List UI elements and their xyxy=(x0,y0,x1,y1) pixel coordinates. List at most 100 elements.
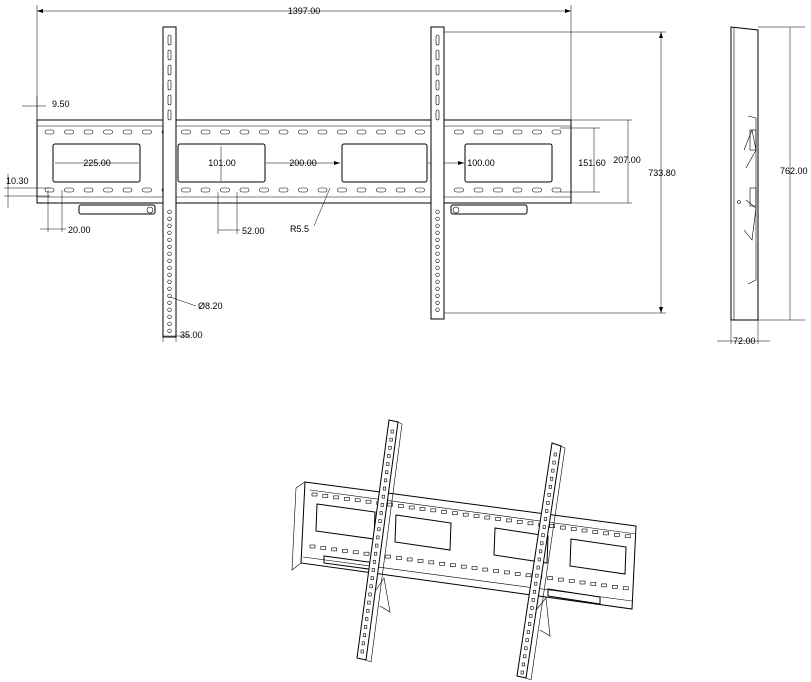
iso-arm-hole xyxy=(385,470,389,475)
arm-slot xyxy=(435,109,440,121)
arm-hole xyxy=(435,293,440,298)
iso-arm-hole xyxy=(372,560,377,564)
slot-hole xyxy=(317,129,328,135)
iso-slot xyxy=(333,495,339,500)
iso-arm-hole xyxy=(529,614,533,618)
slot-hole xyxy=(395,187,406,193)
slot-hole xyxy=(512,129,523,135)
iso-arm-hole xyxy=(530,606,534,610)
slot-hole xyxy=(532,129,542,135)
iso-arm-hole xyxy=(537,557,541,562)
arm-slot xyxy=(167,49,172,61)
arm-hole xyxy=(167,209,172,214)
slot-hole xyxy=(356,129,367,135)
iso-slot xyxy=(408,505,415,510)
iso-arm-hole xyxy=(368,592,372,597)
iso-rail xyxy=(300,481,637,610)
slot-hole xyxy=(395,129,406,135)
iso-arm-hole xyxy=(526,630,530,634)
iso-arm-hole xyxy=(387,454,391,458)
slot-hole xyxy=(44,187,55,193)
slot-hole xyxy=(103,129,113,135)
iso-arm-hole xyxy=(364,625,368,629)
slot-hole xyxy=(200,187,211,193)
arm-hole xyxy=(167,223,172,228)
arm-hole xyxy=(435,272,440,277)
slot-hole xyxy=(142,187,152,193)
iso-arm-hole xyxy=(528,622,532,626)
dim-slot-spacing: 200.00 xyxy=(289,158,317,168)
iso-arm-hole xyxy=(389,437,393,442)
iso-slot xyxy=(504,570,510,575)
slot-hole xyxy=(512,187,523,193)
iso-slot xyxy=(624,534,631,539)
arm-hole xyxy=(167,307,172,312)
iso-arm-hole xyxy=(381,494,385,499)
iso-slot xyxy=(514,572,521,576)
slot-hole xyxy=(415,129,425,135)
arm-hole xyxy=(167,244,172,249)
dim-edge-offset: 10.30 xyxy=(6,176,29,186)
slot-hole xyxy=(44,129,55,135)
arm-hole xyxy=(435,307,440,312)
arm-slot xyxy=(435,79,440,91)
iso-slot xyxy=(428,560,435,565)
arm-hole xyxy=(435,216,440,221)
iso-arm-hole xyxy=(551,468,555,473)
slot-hole xyxy=(298,129,308,135)
arm-slot xyxy=(435,64,440,76)
iso-slot xyxy=(471,566,478,570)
dim-arm-width: 35.00 xyxy=(180,330,203,340)
iso-arm-hole xyxy=(535,573,539,578)
arm-slot xyxy=(435,94,440,106)
iso-arm-hole xyxy=(546,501,550,505)
slot-hole xyxy=(454,129,464,135)
slot-hole xyxy=(551,129,562,135)
slot-hole xyxy=(473,129,484,135)
arm-hole xyxy=(435,209,440,214)
iso-slot xyxy=(558,577,564,582)
iso-slot xyxy=(441,509,447,514)
iso-arm-hole xyxy=(541,533,545,538)
arm-hole xyxy=(435,251,440,256)
iso-slot xyxy=(484,515,491,520)
iso-slot xyxy=(525,573,532,578)
slot-hole xyxy=(415,187,425,193)
front-view: 1397.00 225.00 101.00 200.00 100.00 151.… xyxy=(4,5,676,342)
left-spacer xyxy=(78,204,156,215)
iso-arm-hole xyxy=(520,670,524,675)
arm-slot xyxy=(167,34,172,46)
slot-hole xyxy=(278,187,289,193)
side-view: 762.00 72.00 xyxy=(717,26,808,346)
arm-slot xyxy=(167,64,172,76)
iso-slot xyxy=(419,507,426,511)
dim-slot-right: 100.00 xyxy=(467,158,495,168)
arm-hole xyxy=(435,258,440,263)
iso-arm-hole xyxy=(390,429,394,434)
iso-slot xyxy=(352,550,359,555)
slot-hole xyxy=(259,187,269,193)
iso-slot xyxy=(331,547,337,552)
window-3 xyxy=(341,143,428,183)
arm-hole xyxy=(167,251,172,256)
iso-arm-hole xyxy=(523,654,527,659)
iso-arm-hole xyxy=(379,511,383,515)
slot-hole xyxy=(259,129,269,135)
arm-slot xyxy=(167,94,172,106)
iso-arm-hole xyxy=(365,617,369,621)
arm-hole xyxy=(167,293,172,298)
iso-slot xyxy=(342,549,348,553)
slot-hole xyxy=(473,187,484,193)
arm-hole xyxy=(167,286,172,291)
iso-arm-hole xyxy=(384,478,388,483)
slot-hole xyxy=(493,187,503,193)
iso-slot xyxy=(398,504,404,508)
iso-arm-hole xyxy=(382,486,387,491)
horizontal-rail xyxy=(36,119,572,204)
iso-slot xyxy=(322,494,329,498)
dim-total-height: 762.00 xyxy=(780,166,808,176)
iso-arm-hole xyxy=(370,576,374,580)
slot-hole xyxy=(493,129,503,135)
arm-slot xyxy=(167,79,172,91)
iso-slot xyxy=(568,579,575,583)
